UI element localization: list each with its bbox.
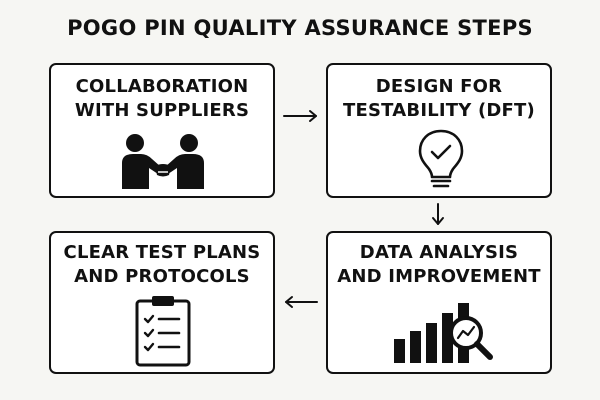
step-title-line: WITH SUPPLIERS [74,100,250,121]
step-title-line: COLLABORATION [75,76,249,97]
bar-chart-magnifier-icon [394,303,493,363]
clipboard-checklist-icon [135,296,191,367]
step-box-collaboration: COLLABORATION WITH SUPPLIERS [49,63,275,198]
handshake-icon [122,134,204,189]
step-box-dft: DESIGN FOR TESTABILITY (DFT) [326,63,552,198]
step-title-line: CLEAR TEST PLANS [63,242,261,263]
arrow-right-icon [283,110,317,122]
step-title-line: AND IMPROVEMENT [337,266,541,287]
arrow-down-icon [432,203,444,225]
step-title-dft: DESIGN FOR TESTABILITY (DFT) [328,75,550,123]
diagram-title: POGO PIN QUALITY ASSURANCE STEPS [67,16,533,40]
step-title-line: TESTABILITY (DFT) [343,100,535,121]
step-title-test-plans: CLEAR TEST PLANS AND PROTOCOLS [51,241,273,289]
step-title-data-analysis: DATA ANALYSIS AND IMPROVEMENT [328,241,550,289]
lightbulb-check-icon [418,129,464,188]
step-title-line: DATA ANALYSIS [359,242,519,263]
step-box-test-plans: CLEAR TEST PLANS AND PROTOCOLS [49,231,275,374]
step-title-line: AND PROTOCOLS [74,266,250,287]
arrow-left-icon [285,296,318,308]
step-title-collaboration: COLLABORATION WITH SUPPLIERS [51,75,273,123]
step-box-data-analysis: DATA ANALYSIS AND IMPROVEMENT [326,231,552,374]
step-title-line: DESIGN FOR [375,76,503,97]
